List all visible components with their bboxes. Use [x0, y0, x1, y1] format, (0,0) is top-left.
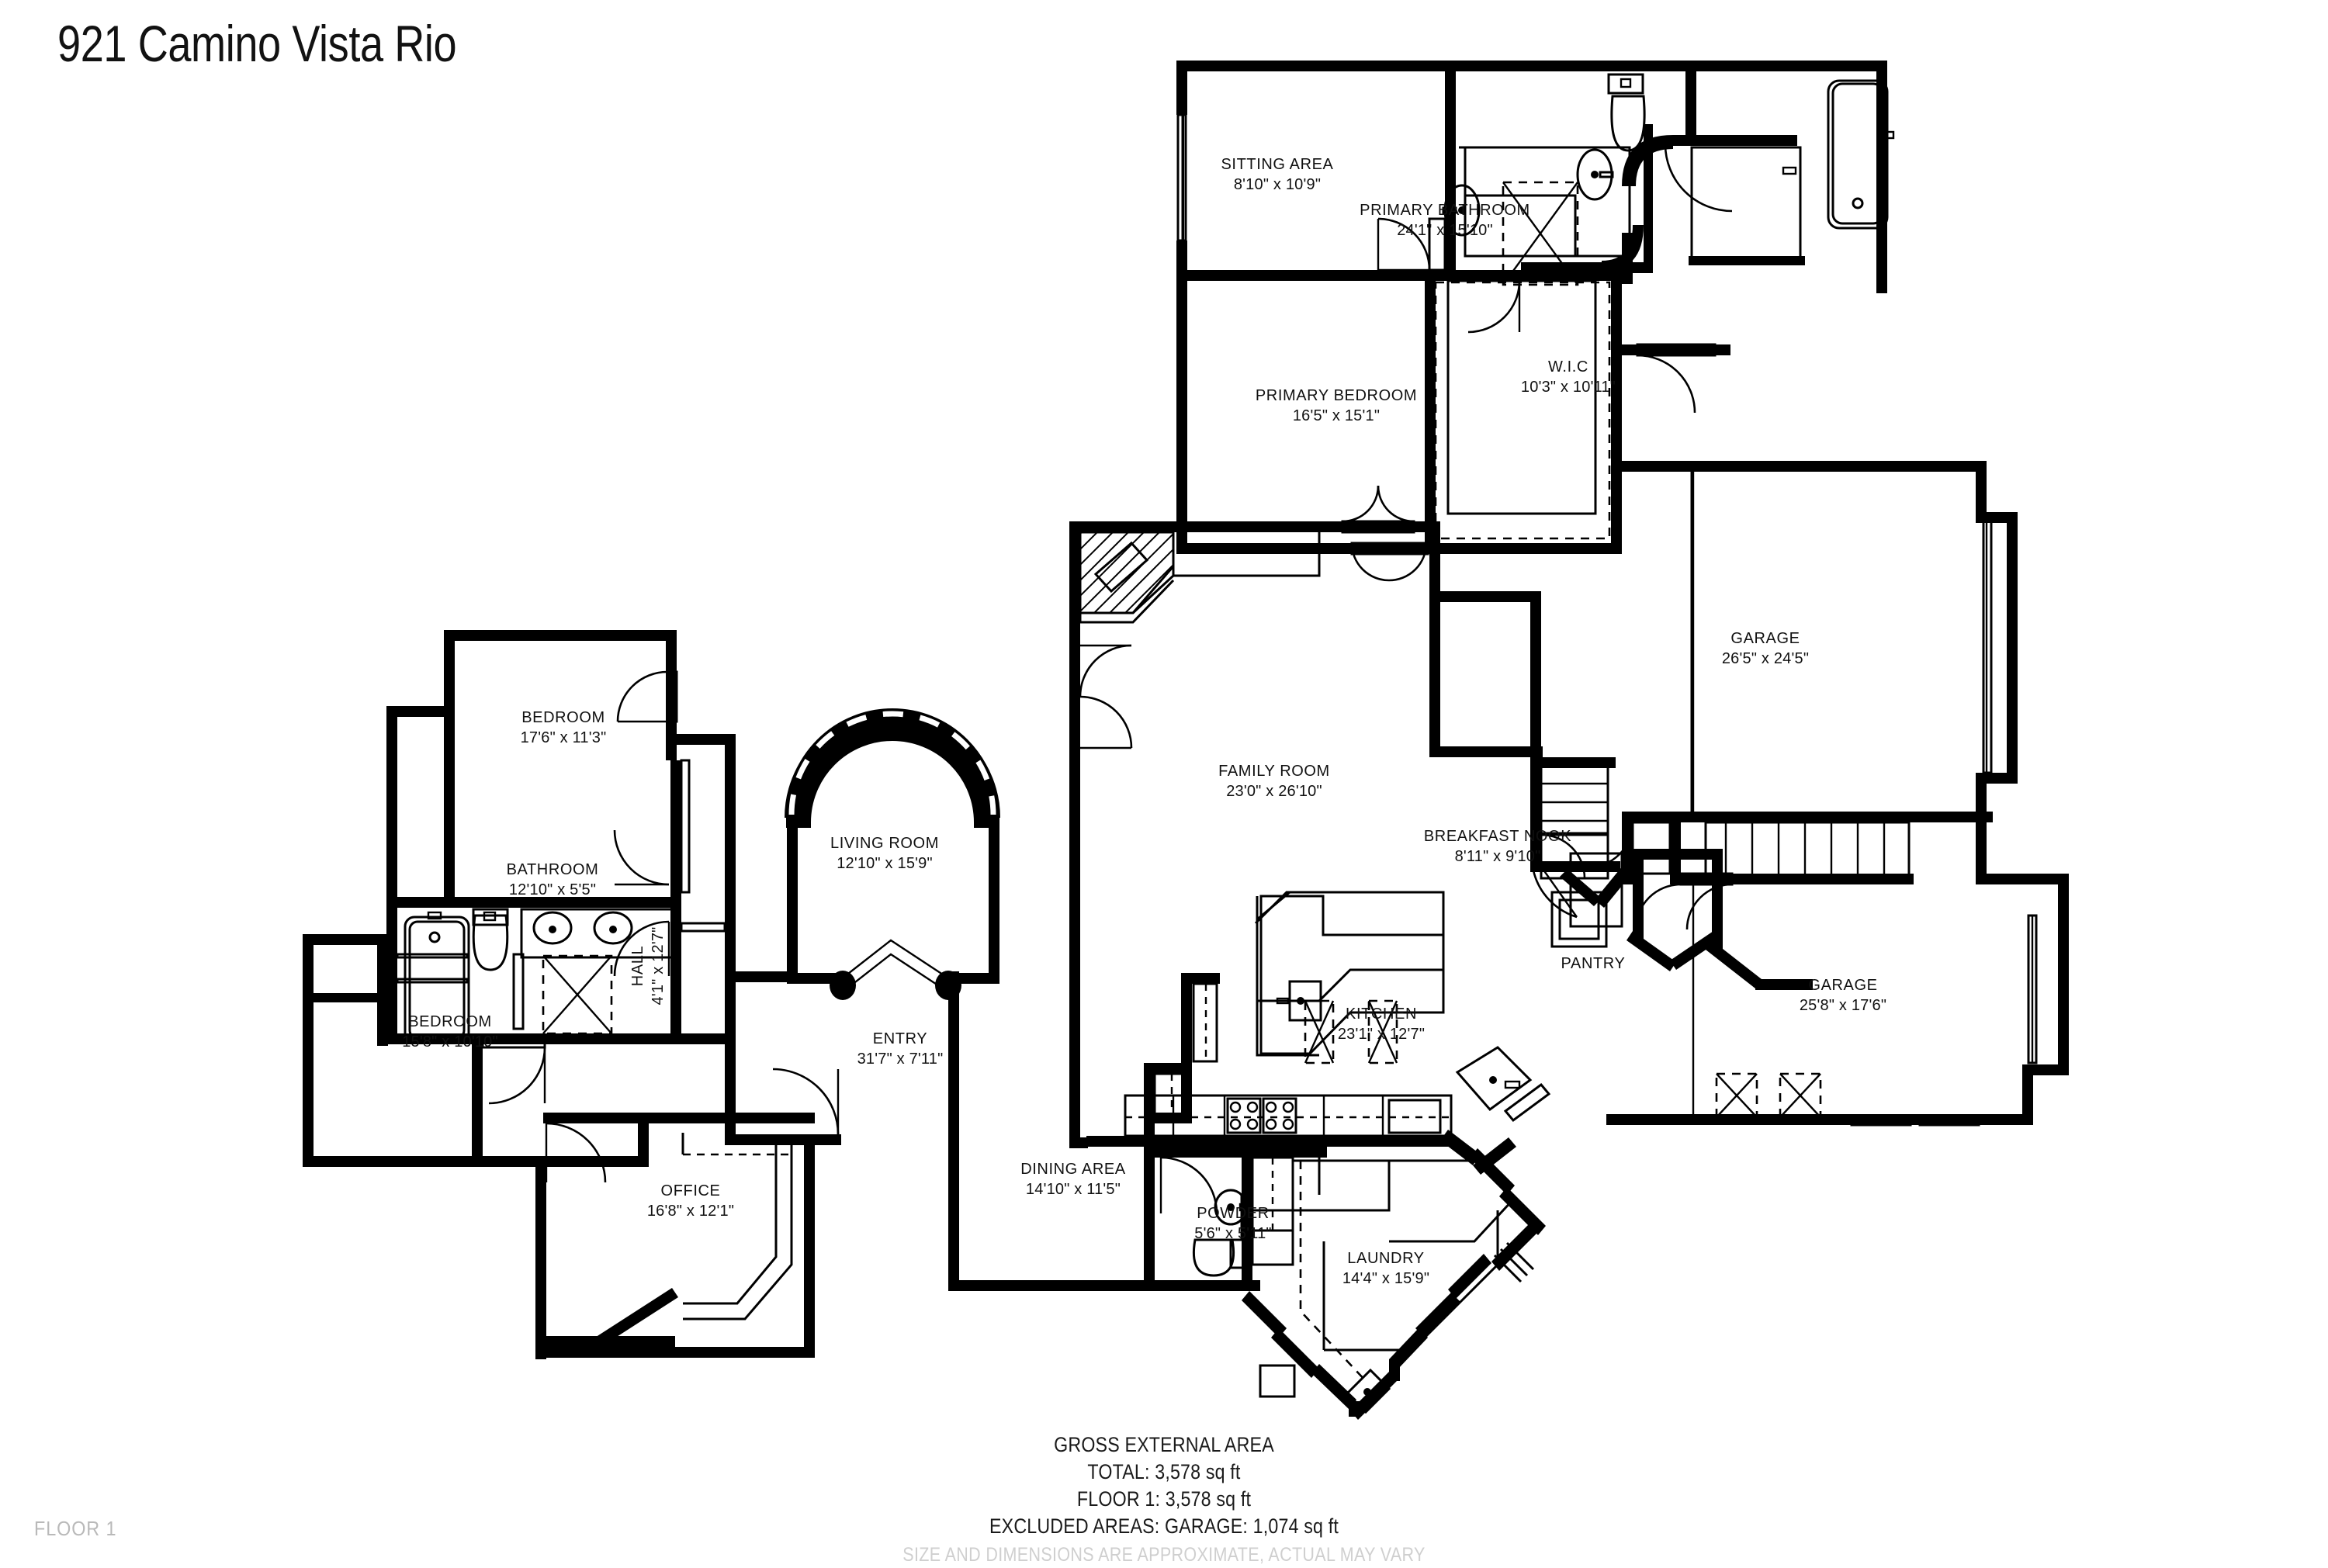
room-label-group: SITTING AREA 8'10" x 10'9" PRIMARY BATHROO…: [402, 156, 1886, 1287]
room-dimensions: 14'10" x 11'5": [1026, 1181, 1121, 1198]
room-name: BATHROOM: [507, 861, 599, 878]
summary-disclaimer: SIZE AND DIMENSIONS ARE APPROXIMATE, ACT…: [902, 1544, 1426, 1566]
room-name: BEDROOM: [408, 1013, 492, 1030]
summary-heading: GROSS EXTERNAL AREA: [1054, 1433, 1274, 1456]
room-dimensions: 12'10" x 15'9": [837, 855, 933, 872]
room-dimensions: 12'10" x 5'5": [509, 881, 596, 898]
room-label: DINING AREA 14'10" x 11'5": [1020, 1161, 1126, 1198]
room-name: PRIMARY BEDROOM: [1256, 387, 1417, 404]
room-label: BREAKFAST NOOK 8'11" x 9'10": [1424, 828, 1571, 865]
room-name: GARAGE: [1808, 977, 1877, 994]
room-dimensions: 5'6" x 5'11": [1194, 1225, 1271, 1242]
room-name: PRIMARY BATHROOM: [1360, 202, 1530, 219]
room-dimensions: 16'8" x 12'1": [647, 1203, 734, 1220]
room-label: PRIMARY BATHROOM 24'1" x 15'10": [1360, 202, 1530, 239]
room-dimensions: 23'0" x 26'10": [1226, 783, 1322, 800]
floor-indicator: FLOOR 1: [34, 1517, 117, 1540]
garage-upper-walls: [1622, 461, 2018, 822]
room-label: GARAGE 25'8" x 17'6": [1800, 977, 1886, 1014]
room-name: FAMILY ROOM: [1218, 763, 1330, 780]
room-dimensions: 8'10" x 10'9": [1234, 176, 1321, 193]
exterior-shell-extras: [1069, 757, 1554, 1148]
room-label: FAMILY ROOM 23'0" x 26'10": [1218, 763, 1330, 800]
room-name: LIVING ROOM: [830, 835, 939, 852]
room-label: BEDROOM 17'6" x 11'3": [521, 709, 607, 746]
room-name: BREAKFAST NOOK: [1424, 828, 1571, 845]
powder-laundry-walls: [1144, 1136, 1546, 1420]
room-name: ENTRY: [873, 1030, 927, 1047]
room-label: PRIMARY BEDROOM 16'5" x 15'1": [1256, 387, 1417, 424]
room-dimensions: 25'8" x 17'6": [1800, 997, 1886, 1014]
area-summary: GROSS EXTERNAL AREA TOTAL: 3,578 sq ft F…: [0, 1431, 2328, 1568]
room-name: DINING AREA: [1020, 1161, 1126, 1178]
room-dimensions: 10'3" x 10'11": [1521, 379, 1616, 396]
left-wing-walls: [303, 630, 681, 1167]
upper-hall-walls: [1611, 135, 1805, 414]
room-label: BATHROOM 12'10" x 5'5": [507, 861, 599, 898]
primary-suite-walls: [1176, 61, 1895, 293]
primary-bedroom-walls: [1176, 270, 1436, 582]
room-dimensions: 24'1" x 15'10": [1397, 222, 1493, 239]
room-label: SITTING AREA 8'10" x 10'9": [1221, 156, 1333, 193]
family-room-walls: [1069, 485, 1543, 843]
room-label: PANTRY: [1561, 955, 1626, 972]
room-name: W.I.C: [1548, 358, 1588, 376]
room-name: SITTING AREA: [1221, 156, 1333, 173]
room-dimensions: 4'1" x 12'7": [650, 927, 667, 1006]
room-name: GARAGE: [1730, 630, 1800, 647]
room-name: LAUNDRY: [1347, 1250, 1424, 1267]
room-dimensions: 8'11" x 9'10": [1455, 848, 1541, 865]
room-dimensions: 14'4" x 15'9": [1342, 1270, 1429, 1287]
room-name: OFFICE: [661, 1182, 721, 1199]
room-name: KITCHEN: [1346, 1006, 1417, 1023]
room-name: PANTRY: [1561, 955, 1626, 972]
summary-excluded: EXCLUDED AREAS: GARAGE: 1,074 sq ft: [989, 1514, 1339, 1539]
summary-total: TOTAL: 3,578 sq ft: [1087, 1460, 1241, 1484]
garage-lower-walls: [1606, 819, 2069, 1127]
room-label: GARAGE 26'5" x 24'5": [1722, 630, 1809, 667]
room-dimensions: 17'6" x 11'3": [521, 729, 607, 746]
hall-living-walls: [613, 708, 1000, 1044]
room-label: LIVING ROOM 12'10" x 15'9": [830, 835, 939, 872]
room-dimensions: 23'1" x 12'7": [1338, 1026, 1425, 1043]
room-label: ENTRY 31'7" x 7'11": [857, 1030, 944, 1068]
room-dimensions: 16'5" x 15'1": [1293, 407, 1380, 424]
garage-stairs: [1587, 812, 1993, 930]
room-label: W.I.C 10'3" x 10'11": [1521, 358, 1616, 396]
kitchen-fixtures: [1086, 891, 1551, 1175]
room-dimensions: 15'8" x 10'10": [402, 1033, 498, 1051]
summary-floor1: FLOOR 1: 3,578 sq ft: [1076, 1487, 1252, 1511]
wic-walls: [1425, 270, 1622, 554]
room-dimensions: 26'5" x 24'5": [1722, 650, 1809, 667]
page-title: 921 Camino Vista Rio: [57, 15, 457, 72]
room-label: POWDER 5'6" x 5'11": [1194, 1205, 1271, 1242]
room-label: OFFICE 16'8" x 12'1": [647, 1182, 734, 1220]
room-dimensions: 31'7" x 7'11": [857, 1051, 944, 1068]
breakfast-pantry-walls: [1530, 757, 1813, 990]
room-label: LAUNDRY 14'4" x 15'9": [1342, 1250, 1429, 1287]
room-label: KITCHEN 23'1" x 12'7": [1338, 1006, 1425, 1043]
room-name: POWDER: [1197, 1205, 1270, 1222]
room-name: HALL: [629, 946, 646, 986]
room-name: BEDROOM: [521, 709, 605, 726]
room-label: BEDROOM 15'8" x 10'10": [402, 1013, 498, 1051]
